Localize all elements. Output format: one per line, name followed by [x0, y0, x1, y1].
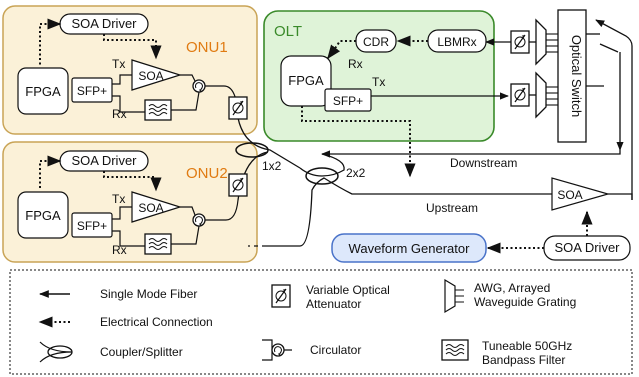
onu1-rx: Rx [112, 107, 127, 121]
svg-text:AWG, Arrayed: AWG, Arrayed [474, 281, 550, 295]
legend-circulator: Circulator [262, 339, 361, 361]
onu2-block: ONU2 SOA Driver FPGA SFP+ SOA Tx Rx [2, 141, 258, 263]
olt-title: OLT [274, 23, 302, 40]
splitter-1x2-label: 1x2 [262, 159, 282, 173]
olt-cdr: CDR [363, 35, 389, 49]
onu2-tx: Tx [112, 192, 125, 206]
voa-onu2 [228, 173, 248, 197]
onu2-title: ONU2 [186, 165, 228, 182]
olt-block: OLT CDR LBMRx FPGA SFP+ Rx Tx [263, 10, 509, 178]
svg-text:Waveform Generator: Waveform Generator [349, 241, 471, 256]
svg-text:Circulator: Circulator [310, 343, 361, 357]
olt-sfp: SFP+ [333, 94, 363, 108]
onu1-tx: Tx [112, 57, 125, 71]
upstream-label: Upstream [426, 201, 478, 215]
coupler-icon [39, 341, 73, 363]
olt-tx: Tx [372, 75, 385, 89]
voa-onu1 [228, 96, 248, 120]
onu2-soa-driver: SOA Driver [71, 153, 137, 168]
optical-switch-label: Optical Switch [569, 35, 584, 117]
svg-text:Waveguide Grating: Waveguide Grating [474, 295, 576, 309]
olt-fpga: FPGA [288, 73, 324, 88]
svg-text:SOA Driver: SOA Driver [554, 240, 620, 255]
onu1-sfp: SFP+ [77, 84, 107, 98]
onu1-soa-driver: SOA Driver [71, 16, 137, 31]
legend: Single Mode Fiber Electrical Connection … [9, 269, 633, 375]
svg-text:Attenuator: Attenuator [306, 297, 361, 311]
coupler-2x2-label: 2x2 [346, 166, 366, 180]
onu2-fpga: FPGA [25, 208, 61, 223]
olt-lbmrx: LBMRx [437, 35, 476, 49]
coupler-2x2: 2x2 [262, 153, 552, 247]
olt-rx: Rx [348, 57, 363, 71]
svg-text:SOA: SOA [557, 188, 582, 202]
onu1-fpga: FPGA [25, 84, 61, 99]
voa-icon [271, 284, 291, 308]
svg-text:Electrical Connection: Electrical Connection [100, 315, 213, 329]
svg-text:Single Mode Fiber: Single Mode Fiber [100, 287, 197, 301]
awg-lower [535, 72, 559, 118]
soa-upstream: SOA [551, 177, 611, 211]
awg-icon [444, 278, 464, 314]
filter-icon [441, 339, 469, 361]
svg-text:Tuneable 50GHz: Tuneable 50GHz [482, 339, 572, 353]
legend-voa: Variable Optical Attenuator [271, 283, 390, 311]
onu1-soa: SOA [138, 69, 163, 83]
legend-filter: Tuneable 50GHz Bandpass Filter [441, 339, 572, 367]
soa-driver-bottom: SOA Driver [543, 235, 631, 261]
circulator-icon [271, 343, 285, 357]
svg-text:Bandpass Filter: Bandpass Filter [482, 353, 565, 367]
onu2-sfp: SFP+ [77, 219, 107, 233]
svg-text:Coupler/Splitter: Coupler/Splitter [100, 345, 183, 359]
legend-coupler: Coupler/Splitter [39, 341, 183, 363]
downstream-label: Downstream [450, 156, 517, 170]
onu1-block: ONU1 SOA Driver FPGA SFP+ SOA Tx Rx [2, 5, 258, 135]
legend-awg: AWG, Arrayed Waveguide Grating [444, 278, 576, 314]
optical-switch: Optical Switch [557, 9, 587, 143]
legend-elec: Electrical Connection [38, 315, 213, 329]
svg-text:Variable Optical: Variable Optical [306, 283, 390, 297]
awg-upper [535, 19, 559, 65]
onu2-soa: SOA [138, 201, 163, 215]
onu2-rx: Rx [112, 243, 127, 257]
legend-smf: Single Mode Fiber [39, 287, 197, 301]
waveform-generator: Waveform Generator [331, 233, 487, 263]
onu1-title: ONU1 [186, 39, 228, 56]
